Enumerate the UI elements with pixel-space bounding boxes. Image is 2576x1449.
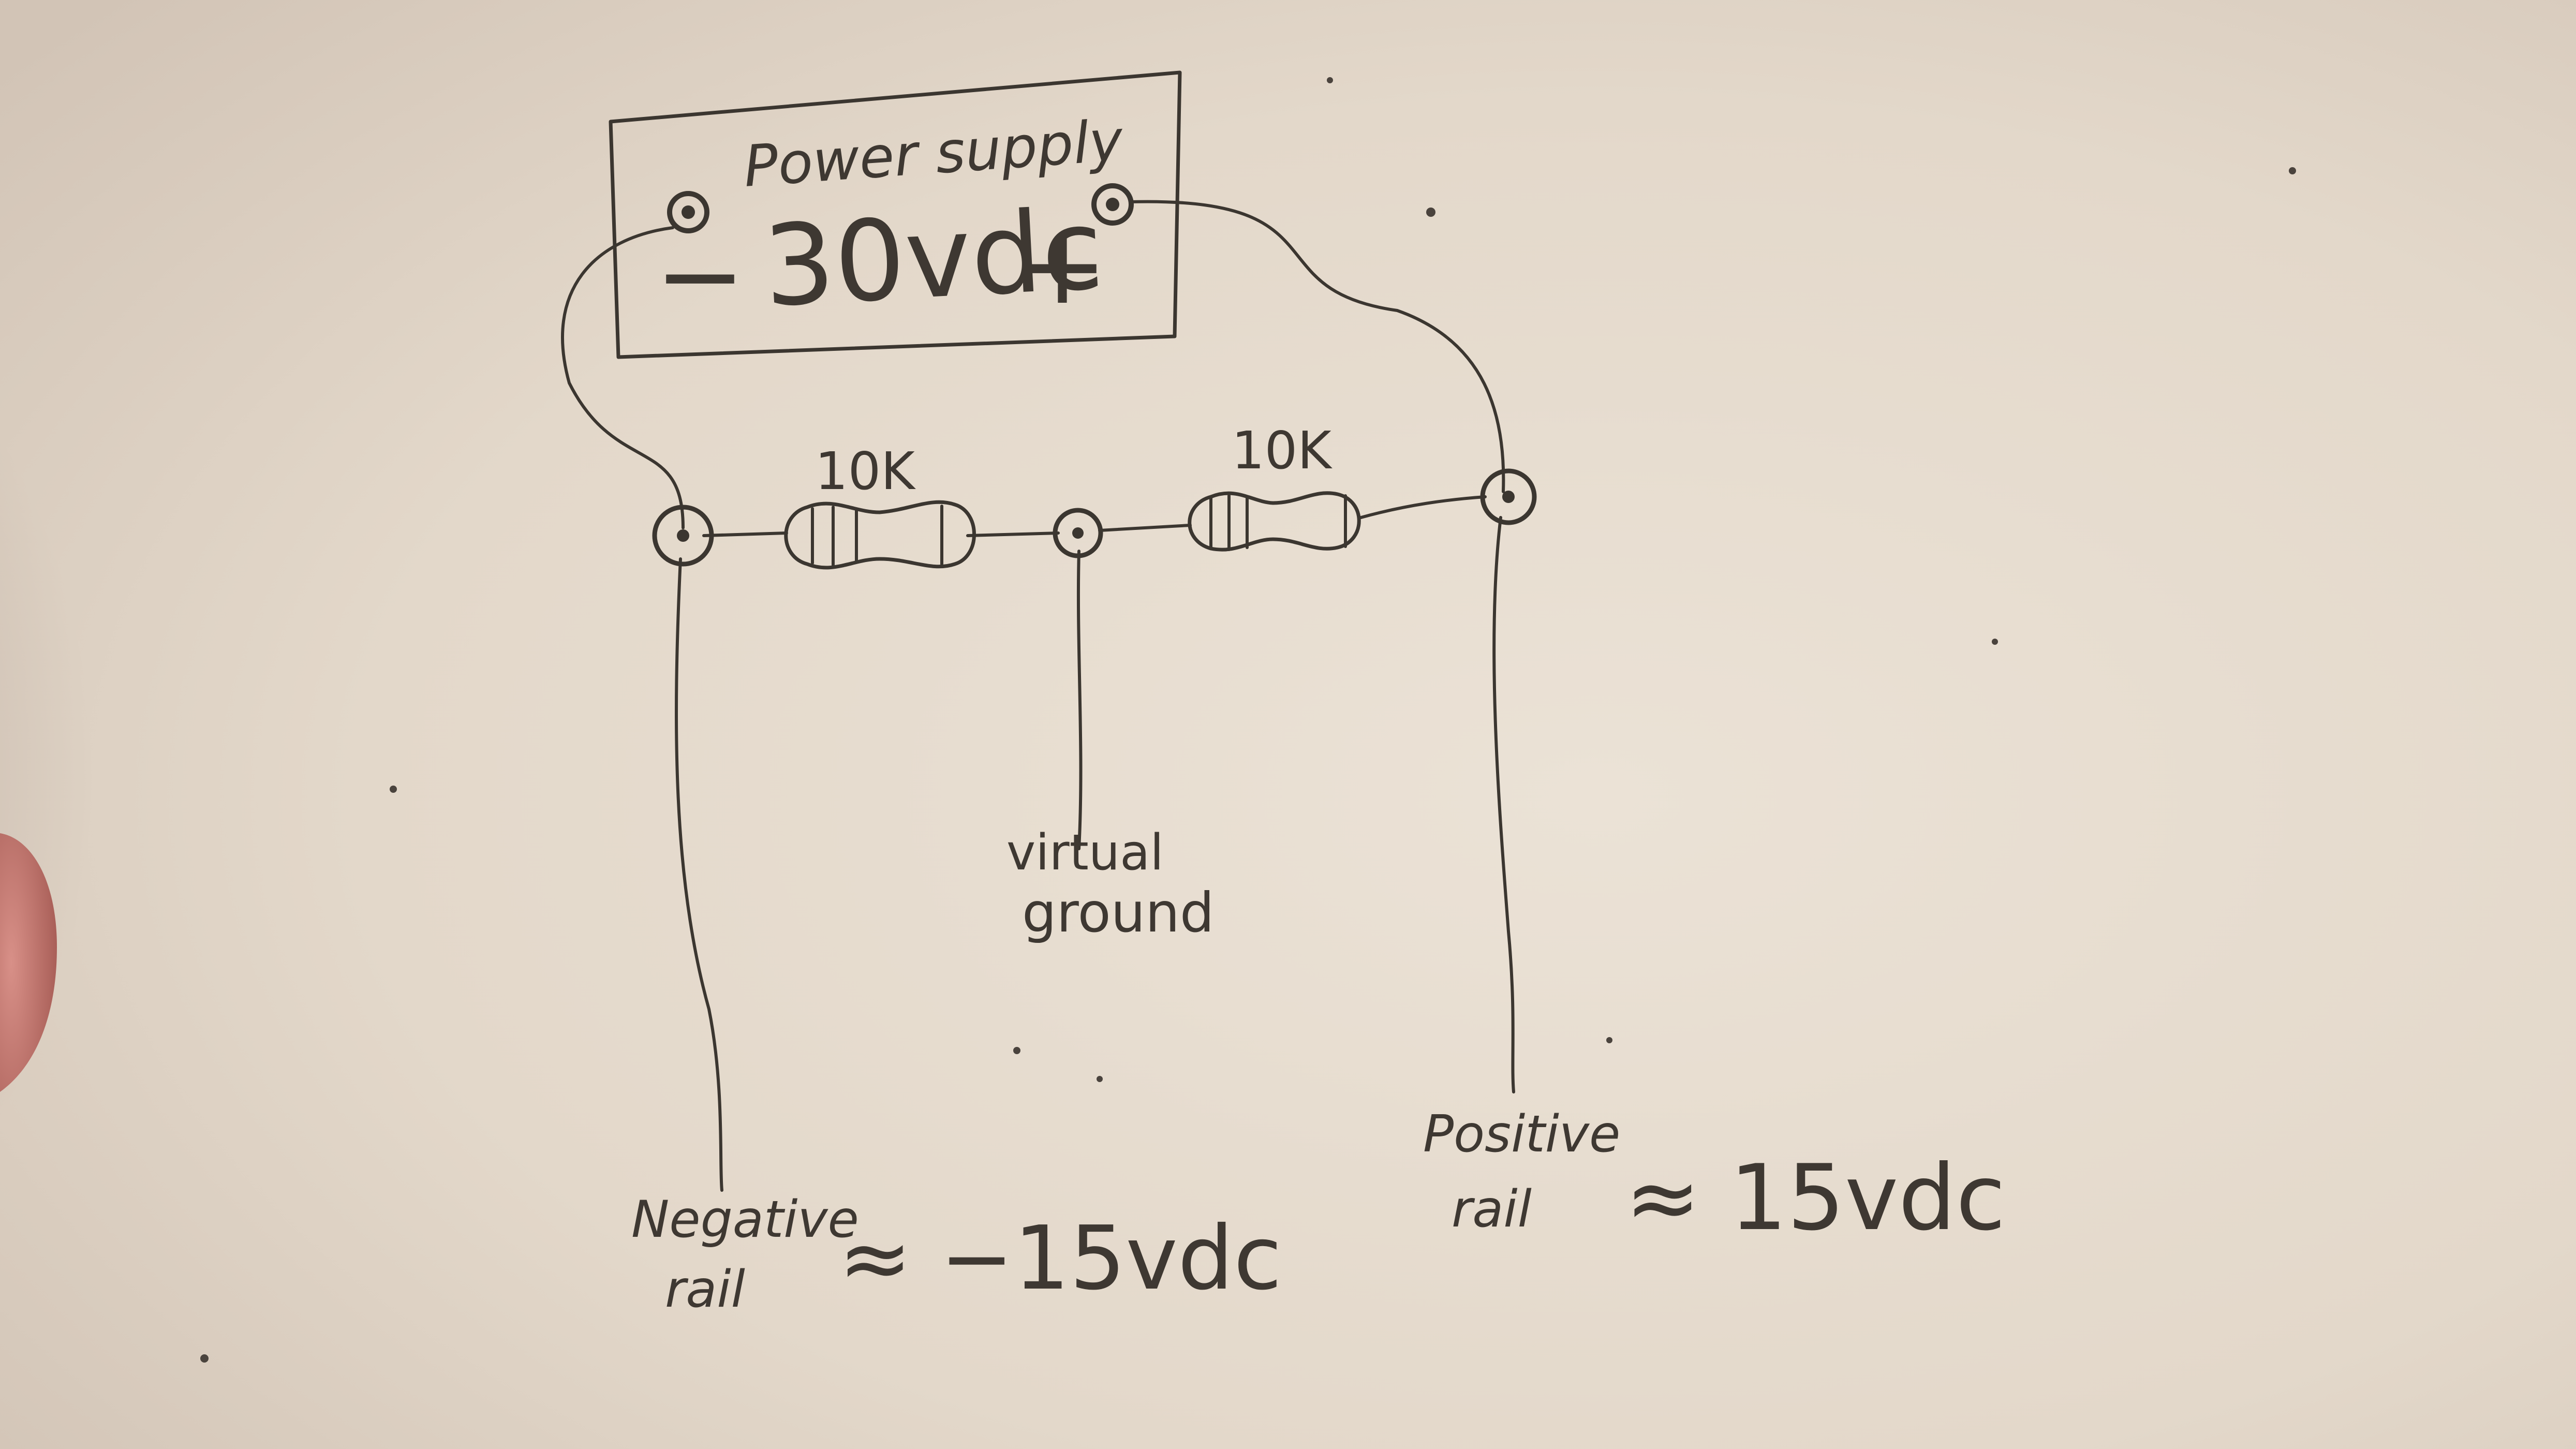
negative-rail-value: ≈ −15vdc (838, 1207, 1282, 1310)
wire-negative-to-node (561, 226, 685, 529)
positive-rail-value: ≈ 15vdc (1625, 1146, 2006, 1251)
resistor-2-icon (1188, 491, 1361, 552)
positive-rail-label-line2: rail (1452, 1180, 1532, 1239)
wire-r2-to-pos-node (1359, 495, 1487, 519)
negative-rail-label-line1: Negative (631, 1190, 859, 1249)
wire-ground-node-to-r2 (1098, 524, 1192, 532)
negative-terminal-icon (667, 191, 709, 233)
finger (0, 833, 57, 1092)
wire-positive-to-node (1129, 200, 1505, 493)
resistor-2-label: 10K (1232, 420, 1333, 481)
positive-node-icon (1480, 468, 1537, 525)
virtual-ground-label-line1: virtual (1006, 824, 1164, 881)
virtual-ground-node-icon (1053, 508, 1103, 558)
negative-rail-label-line2: rail (665, 1260, 745, 1319)
resistor-1-label: 10K (815, 441, 916, 501)
power-supply-voltage: 30vdc (761, 184, 1106, 332)
positive-terminal-icon (1091, 183, 1134, 226)
negative-node-icon (652, 505, 714, 567)
wire-r1-to-ground-node (966, 531, 1060, 537)
resistor-1-icon (784, 500, 976, 570)
power-supply-positive-sign: + (1017, 202, 1108, 329)
positive-rail-wire (1492, 516, 1515, 1093)
virtual-ground-wire (1076, 550, 1083, 850)
power-supply-negative-sign: − (655, 212, 746, 339)
negative-rail-wire (675, 557, 723, 1192)
power-supply-box (609, 70, 1182, 359)
hand-shadow (0, 259, 466, 1294)
wire-neg-node-to-r1 (702, 531, 788, 537)
virtual-ground-label-line2: ground (1022, 881, 1215, 944)
paper-specks (200, 77, 2296, 1363)
positive-rail-label-line1: Positive (1423, 1105, 1620, 1164)
